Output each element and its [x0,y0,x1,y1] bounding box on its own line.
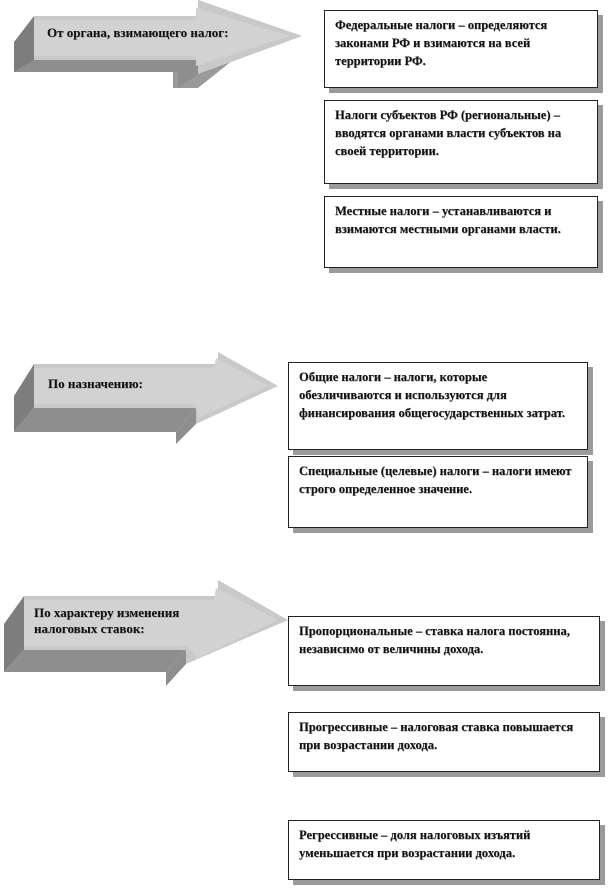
box-regressive: Регрессивные – доля налоговых изъятий ум… [288,820,600,880]
box-regional-taxes: Налоги субъектов РФ (региональные) – вво… [324,100,598,184]
box-local-taxes: Местные налоги – устанавливаются и взима… [324,196,598,268]
arrow-label-3: По характеру изменения налоговых ставок: [34,605,180,636]
box-proportional: Пропорциональные – ставка налога постоян… [288,616,600,686]
box-federal-taxes: Федеральные налоги – определяются закона… [324,10,598,88]
arrow-2 [14,352,278,444]
box-special-taxes: Специальные (целевые) налоги – налоги им… [288,456,588,528]
arrow-label-2: По назначению: [48,376,143,391]
box-progressive: Прогрессивные – налоговая ставка повышае… [288,712,600,772]
box-general-taxes: Общие налоги – налоги, которые обезличив… [288,362,588,450]
arrow-3 [4,580,288,686]
arrow-label-1: От органа, взимающего налог: [47,25,229,40]
arrow-1 [14,0,302,88]
